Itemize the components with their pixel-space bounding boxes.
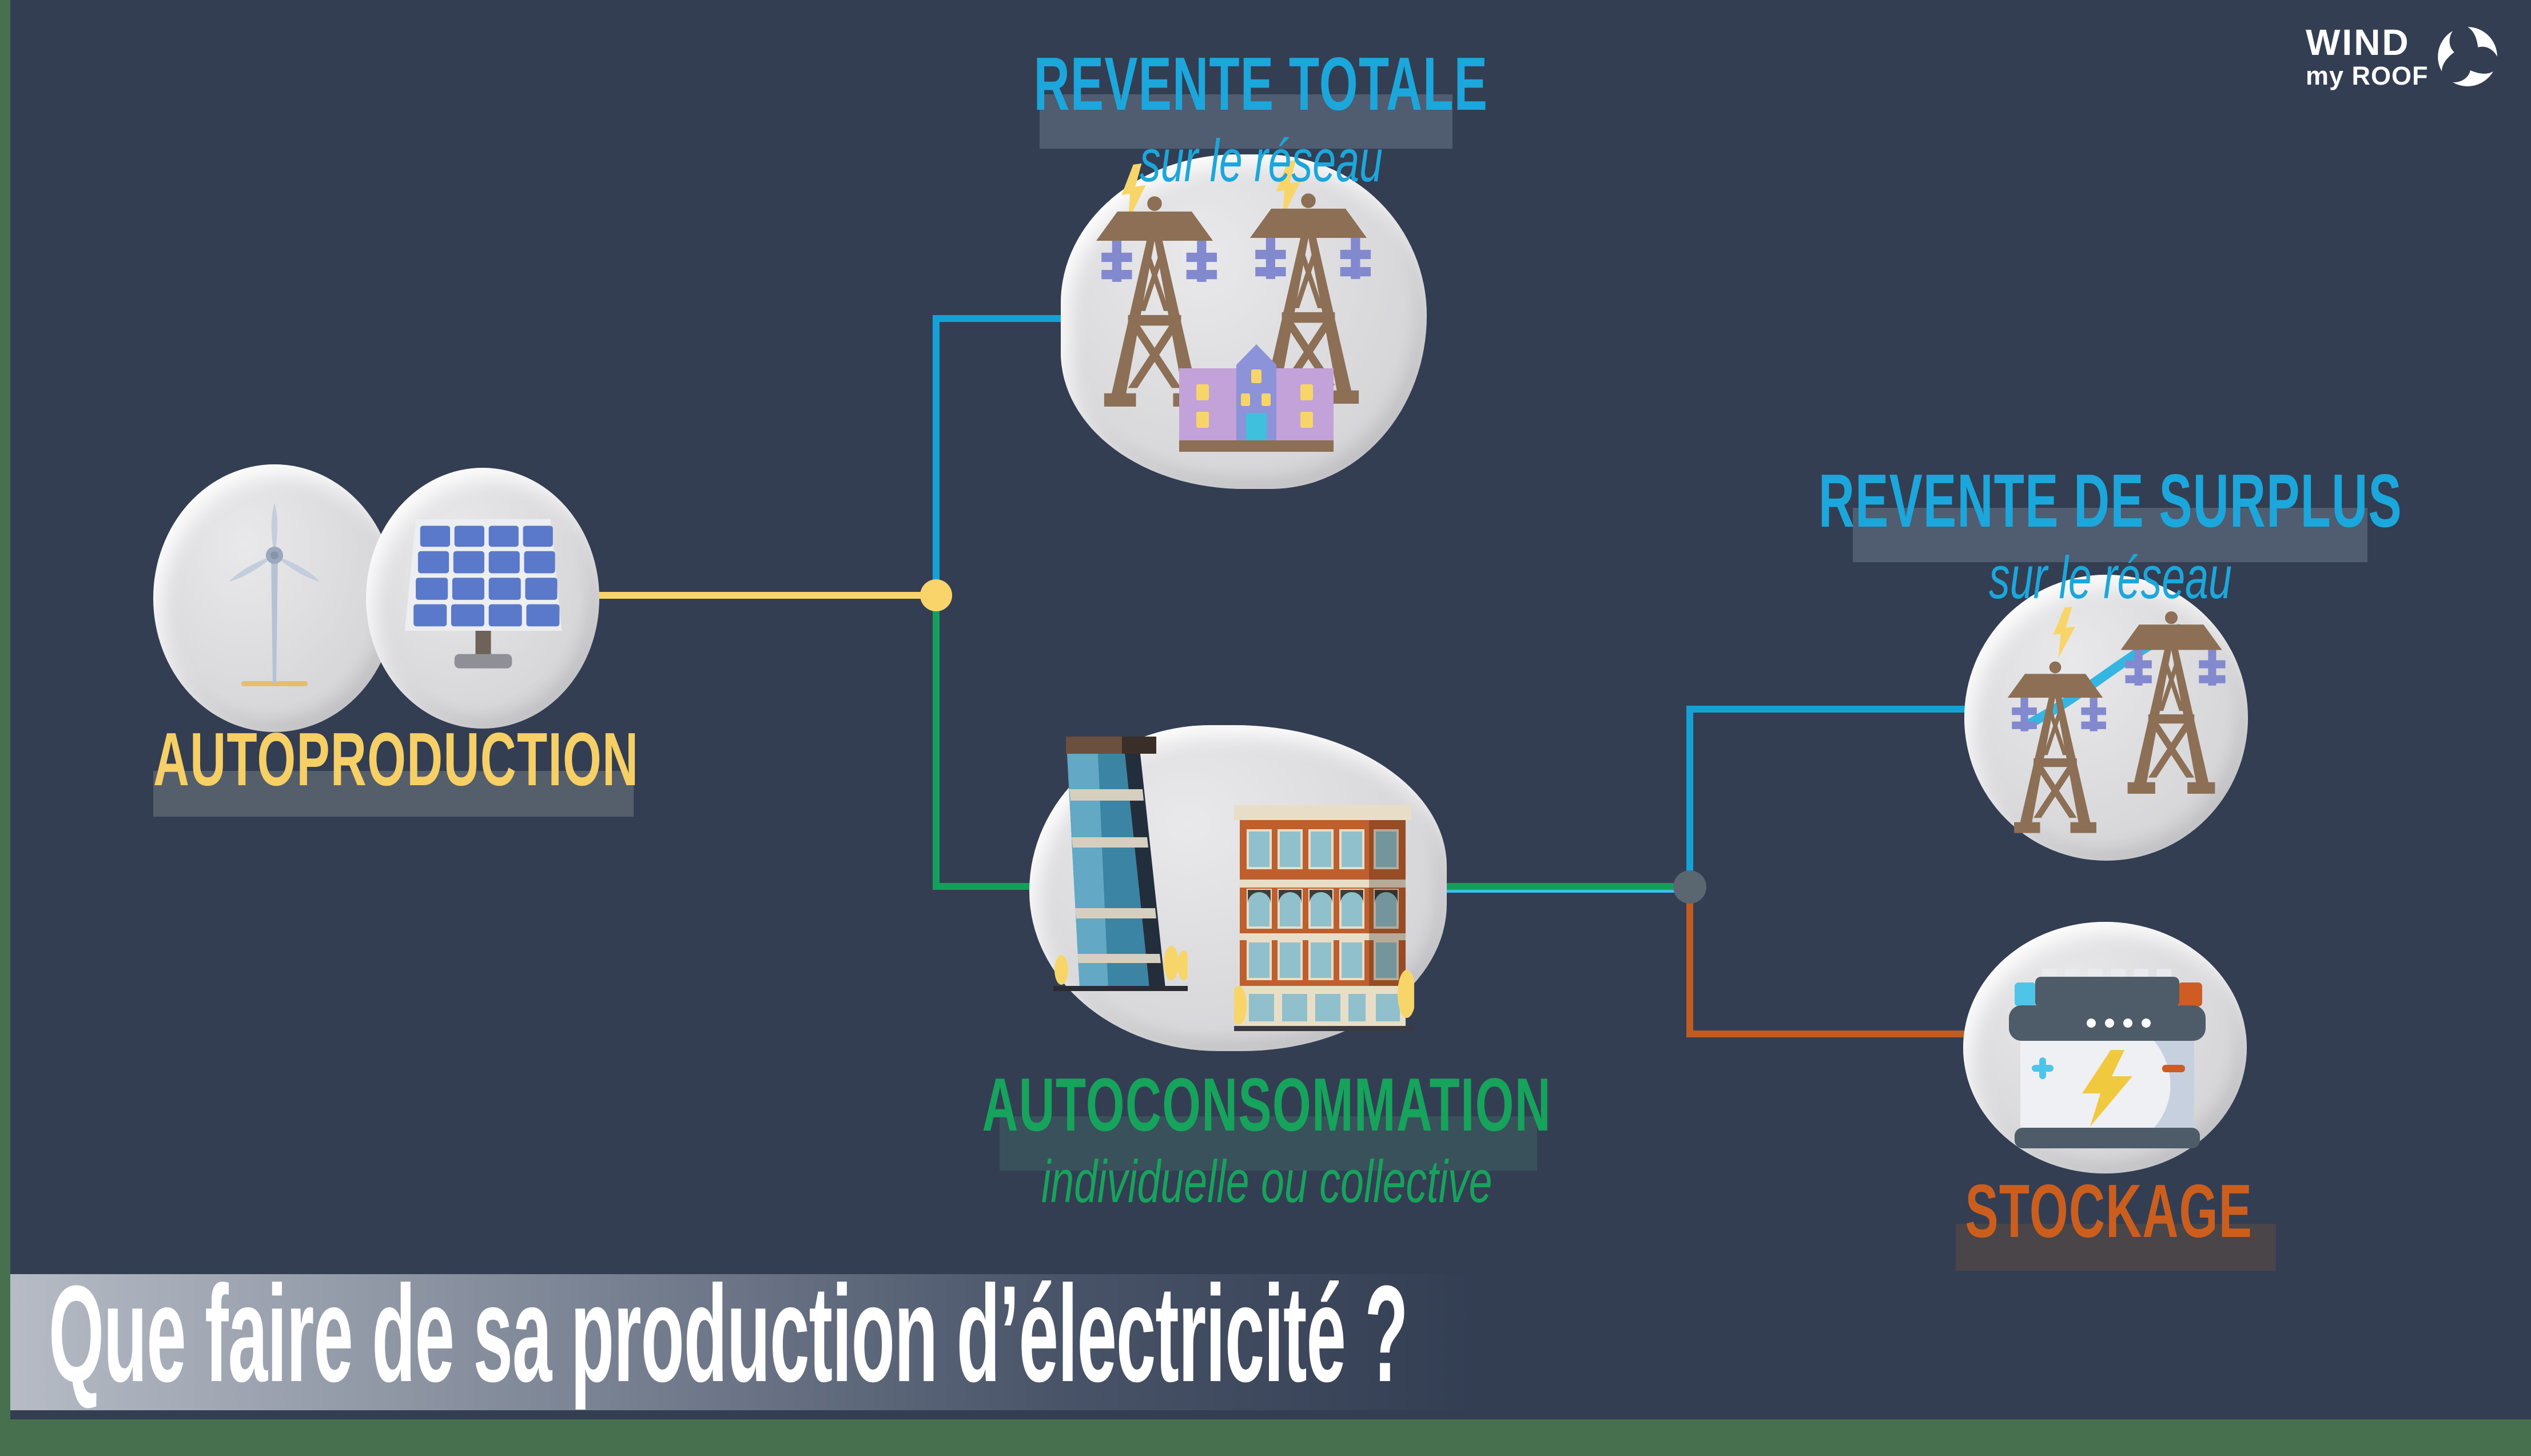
connector-autoconsommation-vertical <box>933 595 940 890</box>
stockage-label-group: STOCKAGE <box>1709 1173 2509 1249</box>
revente-totale-title: REVENTE TOTALE <box>1033 42 1489 126</box>
revente-totale-label-group: REVENTE TOTALE sur le réseau <box>861 42 1661 194</box>
autoconsommation-subtitle: individuelle ou collective <box>1041 1148 1493 1215</box>
revente-surplus-bubble <box>1964 575 2248 861</box>
stockage-highlight-band <box>1956 1224 2276 1271</box>
connector-stockage-horizontal <box>1686 1031 2001 1037</box>
autoconsommation-label-group: AUTOCONSOMMATION individuelle ou collect… <box>866 1067 1667 1212</box>
autoproduction-label-group: AUTOPRODUCTION <box>153 722 889 797</box>
connector-surplus-horizontal <box>1686 706 2001 713</box>
connector-thin-blue <box>1412 890 1690 893</box>
connector-revente-totale-vertical <box>933 315 940 599</box>
school-building-icon <box>1179 344 1334 452</box>
connector-autoproduction <box>572 592 938 599</box>
wind-turbine-icon <box>229 503 320 686</box>
autoconsommation-highlight-band <box>1000 1116 1537 1171</box>
solar-panel-icon <box>404 519 562 669</box>
logo-line2: my ROOF <box>2306 61 2429 90</box>
battery-icon <box>2009 969 2206 1148</box>
main-title-band <box>10 1274 2531 1410</box>
apartment-building-icon <box>1234 805 1414 1031</box>
pylon-icon <box>2007 661 2106 833</box>
logo-text: WIND my ROOF <box>2306 24 2429 89</box>
windmyroof-logo: WIND my ROOF <box>2306 24 2498 89</box>
junction-dot-yellow <box>920 579 952 611</box>
connector-stockage-vertical <box>1686 883 1693 1034</box>
revente-totale-highlight-band <box>1040 94 1452 149</box>
pylon-icon <box>2120 611 2226 794</box>
stockage-label: STOCKAGE <box>1965 1169 2253 1253</box>
autoproduction-highlight-band <box>153 771 634 817</box>
junction-dot-gray <box>1673 870 1706 904</box>
connector-surplus-vertical <box>1686 706 1693 890</box>
autoconsommation-title: AUTOCONSOMMATION <box>982 1063 1551 1147</box>
autoproduction-label: AUTOPRODUCTION <box>153 717 639 801</box>
main-title: Que faire de sa production d’électricité… <box>49 1257 1408 1410</box>
tower-building-icon <box>1053 737 1188 991</box>
revente-surplus-title: REVENTE DE SURPLUS <box>1818 459 2402 543</box>
revente-surplus-highlight-band <box>1853 508 2367 562</box>
revente-surplus-label-group: REVENTE DE SURPLUS sur le réseau <box>1710 463 2510 608</box>
revente-totale-subtitle: sur le réseau <box>1139 128 1383 194</box>
logo-swirl-icon <box>2437 26 2497 86</box>
revente-surplus-subtitle: sur le réseau <box>1988 544 2232 611</box>
connector-revente-totale-horizontal <box>933 315 1076 322</box>
logo-line1: WIND <box>2306 22 2410 63</box>
